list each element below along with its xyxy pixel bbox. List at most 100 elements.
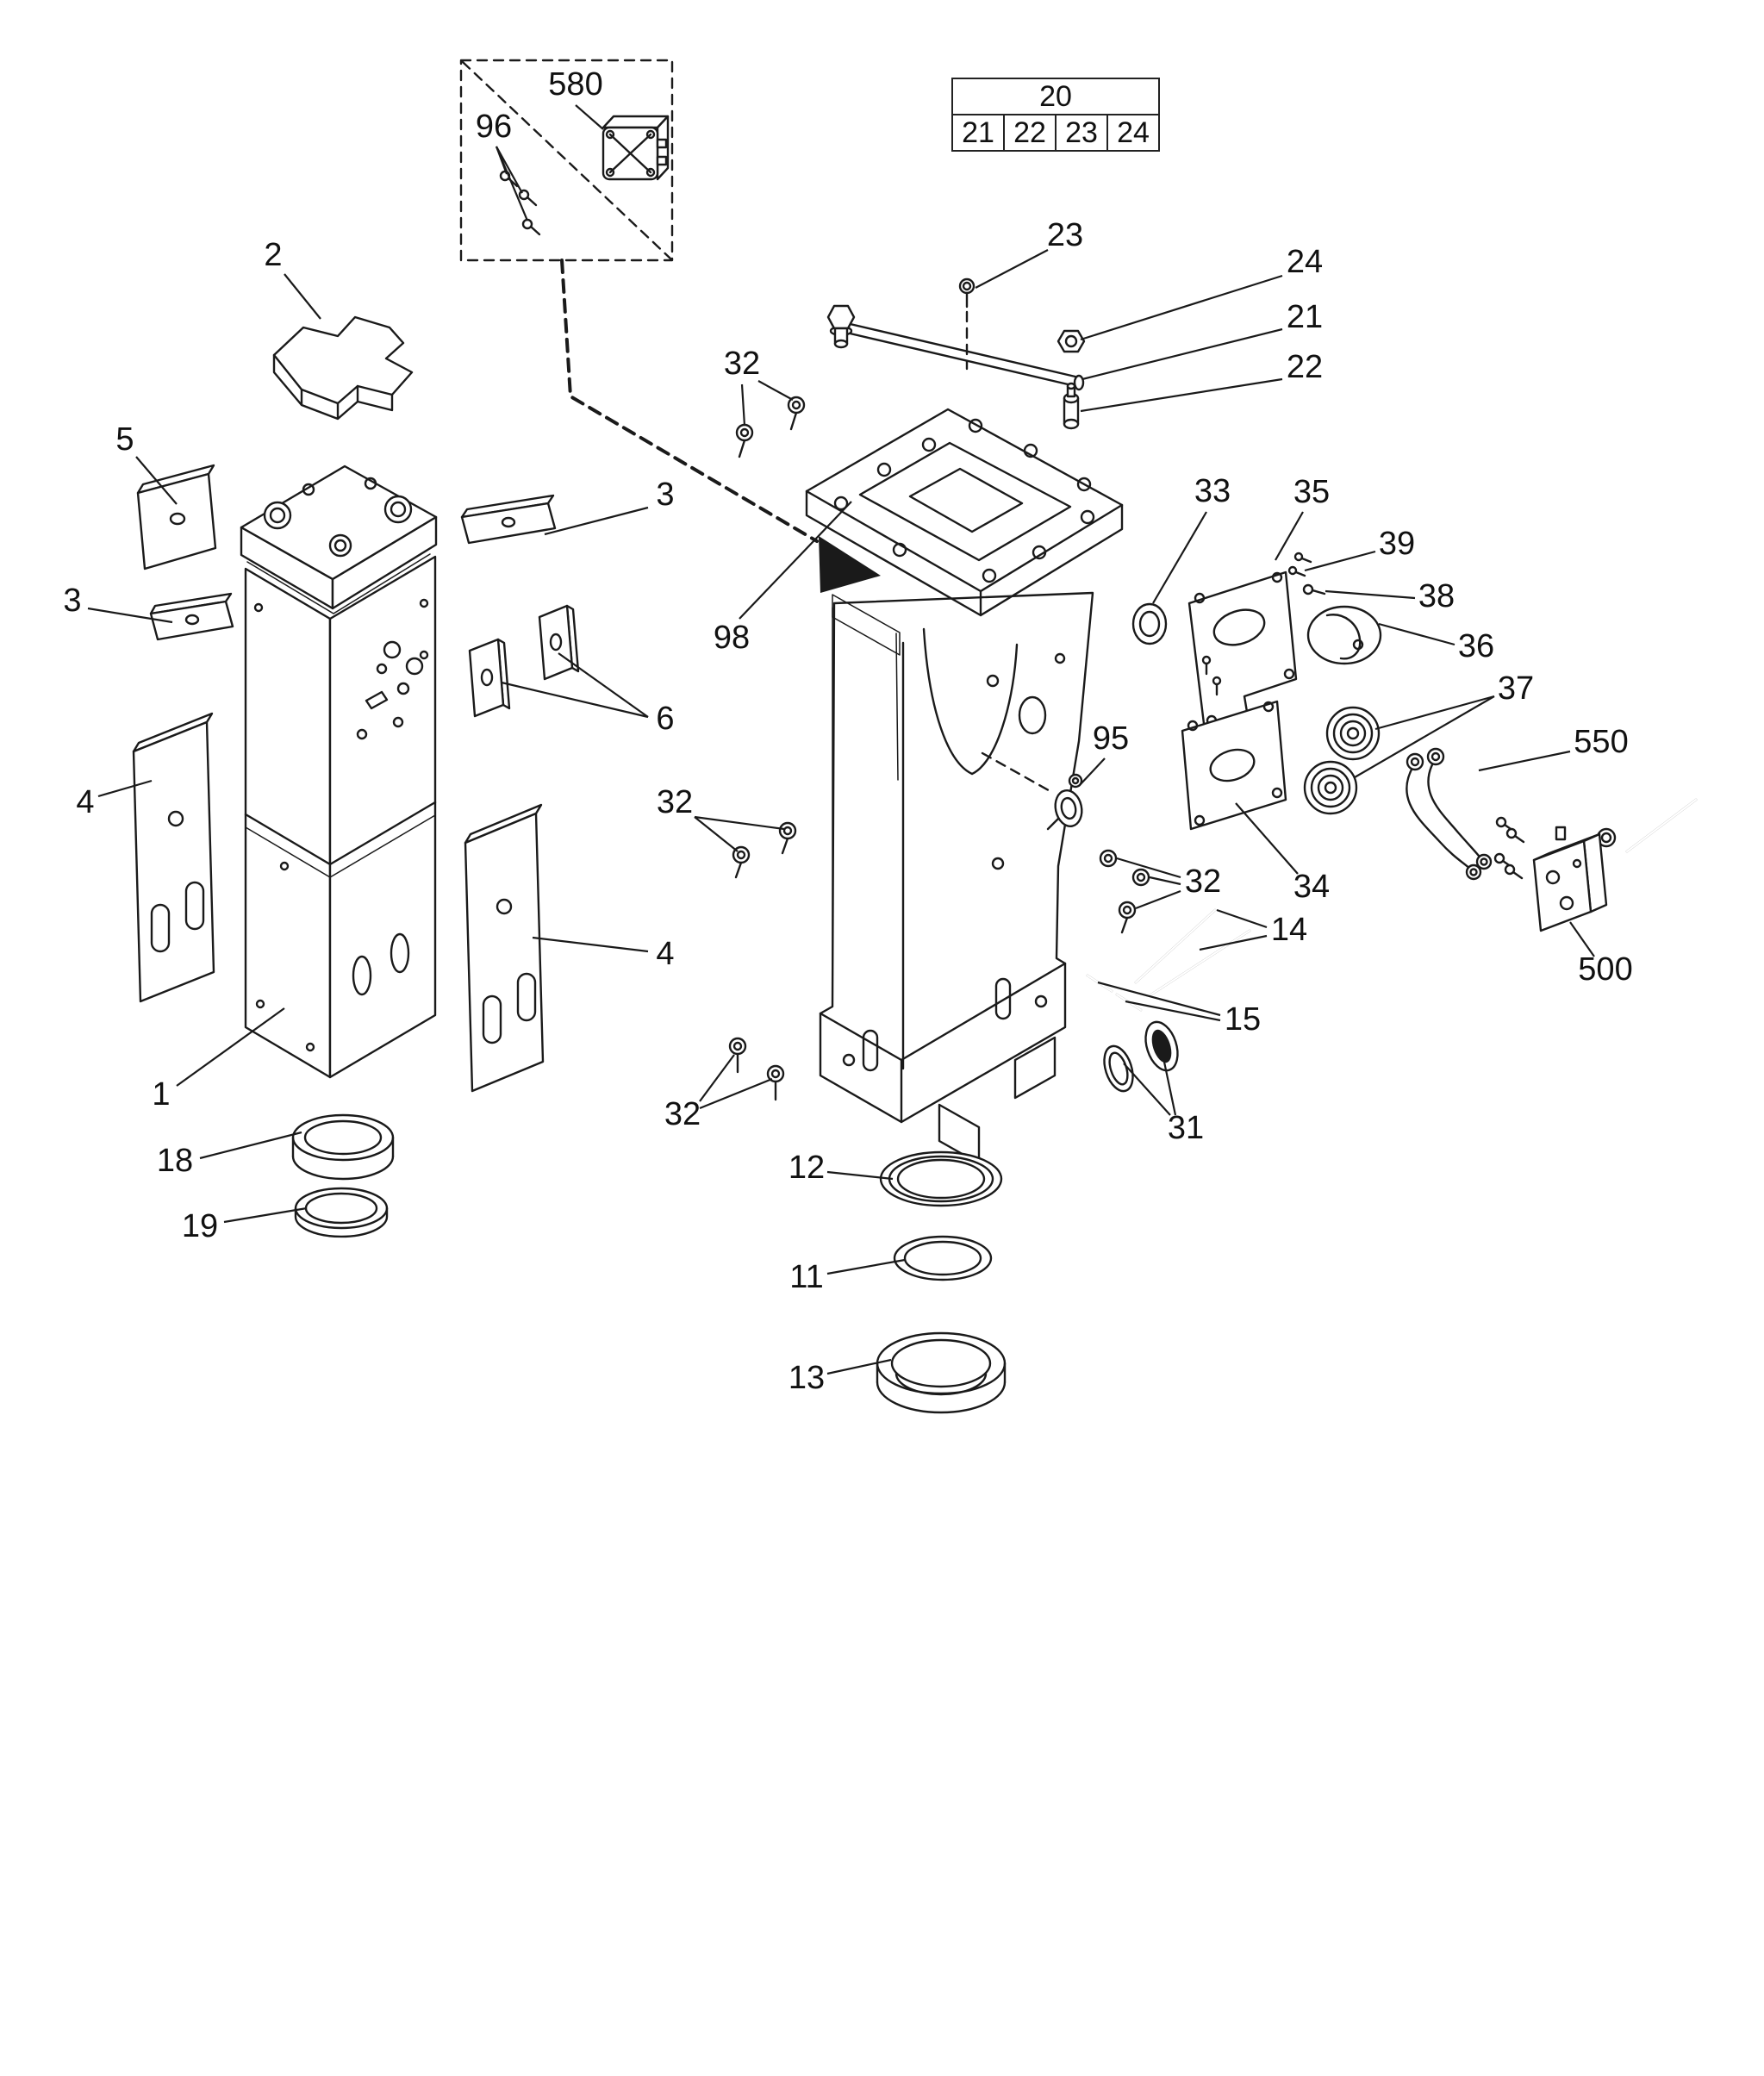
leader-line-32 bbox=[757, 380, 794, 401]
leader-line-35 bbox=[1275, 511, 1304, 561]
part-1-breaker-body bbox=[240, 464, 438, 1079]
callout-38: 38 bbox=[1418, 578, 1455, 614]
leader-line-37 bbox=[1354, 695, 1495, 778]
callout-11: 11 bbox=[789, 1259, 823, 1295]
leader-line-18 bbox=[199, 1131, 302, 1160]
leader-line-32 bbox=[1116, 857, 1181, 879]
callout-21: 21 bbox=[1287, 299, 1323, 335]
leader-line-33 bbox=[1152, 511, 1207, 604]
callout-96: 96 bbox=[476, 109, 512, 145]
callout-4: 4 bbox=[656, 936, 674, 972]
part-98-housing bbox=[805, 408, 1124, 1165]
leader-line-95 bbox=[1078, 757, 1106, 787]
leader-line-6 bbox=[558, 652, 649, 718]
part-23-bolt bbox=[958, 277, 975, 371]
leader-line-500 bbox=[1569, 921, 1595, 957]
callout-580: 580 bbox=[548, 66, 602, 103]
callout-32: 32 bbox=[657, 784, 693, 820]
part-37-plugs bbox=[1303, 706, 1381, 815]
callout-22: 22 bbox=[1287, 349, 1323, 385]
part-11-ring bbox=[893, 1235, 993, 1281]
leader-line-580 bbox=[575, 104, 604, 130]
callout-32: 32 bbox=[664, 1096, 701, 1132]
callout-24: 24 bbox=[1287, 244, 1323, 280]
part-4-plate-left bbox=[132, 712, 215, 1003]
leader-line-96 bbox=[495, 146, 529, 221]
part-21-tie-rod bbox=[826, 304, 1085, 391]
leader-line-37 bbox=[1374, 695, 1495, 731]
leader-line-38 bbox=[1325, 589, 1416, 600]
part-2-cushion bbox=[272, 315, 414, 421]
leader-line-21 bbox=[1081, 327, 1283, 381]
leader-line-23 bbox=[975, 249, 1049, 289]
part-drawings bbox=[132, 59, 1698, 1414]
callout-15: 15 bbox=[1225, 1001, 1261, 1038]
callout-12: 12 bbox=[789, 1150, 825, 1186]
callout-3: 3 bbox=[63, 583, 81, 619]
part-35-plate bbox=[1187, 570, 1298, 733]
callout-550: 550 bbox=[1574, 724, 1628, 760]
callout-95: 95 bbox=[1093, 720, 1129, 757]
callout-32: 32 bbox=[1185, 863, 1221, 900]
part-38-screw bbox=[1302, 583, 1326, 595]
part-32-screws-top bbox=[735, 396, 806, 458]
leader-line-2 bbox=[284, 273, 321, 320]
leader-line-15 bbox=[1097, 981, 1221, 1017]
callout-4: 4 bbox=[76, 784, 94, 820]
part-4-plate-right bbox=[464, 803, 545, 1093]
part-19-ring bbox=[294, 1187, 389, 1238]
leader-line-22 bbox=[1080, 377, 1283, 413]
orientation-arrow-icon bbox=[819, 536, 881, 593]
part-32-screws-mid bbox=[732, 821, 797, 879]
leader-line-4 bbox=[97, 779, 153, 798]
callout-18: 18 bbox=[157, 1143, 193, 1179]
callout-6: 6 bbox=[656, 701, 674, 737]
part-95-clamp bbox=[1046, 773, 1083, 831]
leader-line-32 bbox=[1135, 889, 1181, 910]
part-12-ring bbox=[879, 1150, 1003, 1207]
leader-line-1 bbox=[176, 1007, 285, 1087]
leader-line-14 bbox=[1216, 908, 1268, 929]
callout-500: 500 bbox=[1578, 951, 1632, 988]
leader-line-4 bbox=[532, 936, 649, 953]
leader-line-98 bbox=[739, 501, 852, 620]
ref-cell-3: 23 bbox=[1055, 114, 1108, 152]
leader-line-12 bbox=[826, 1170, 894, 1181]
leader-line-6 bbox=[501, 681, 649, 719]
leader-line-19 bbox=[223, 1206, 308, 1224]
callout-37: 37 bbox=[1498, 670, 1534, 707]
leader-line-32 bbox=[694, 815, 785, 831]
part-39-screws bbox=[1287, 552, 1312, 577]
reference-table: 20 21 22 23 24 bbox=[951, 78, 1160, 152]
callout-35: 35 bbox=[1293, 474, 1330, 510]
part-18-ring bbox=[291, 1113, 395, 1181]
leader-line-11 bbox=[826, 1258, 906, 1275]
leader-line-3 bbox=[87, 607, 173, 624]
callout-34: 34 bbox=[1293, 869, 1330, 905]
detail-inset-box bbox=[459, 59, 819, 543]
part-3-bar-left bbox=[149, 592, 234, 641]
leader-line-39 bbox=[1304, 550, 1376, 572]
ref-cell-2: 22 bbox=[1003, 114, 1057, 152]
part-22-stud bbox=[1063, 382, 1080, 430]
callout-98: 98 bbox=[714, 620, 750, 656]
part-6-clamps bbox=[468, 604, 580, 718]
leader-line-3 bbox=[544, 506, 649, 536]
part-550-hoses bbox=[1406, 747, 1493, 881]
ref-cell-4: 24 bbox=[1106, 114, 1160, 152]
leader-line-32 bbox=[1149, 876, 1181, 886]
leader-line-96 bbox=[496, 146, 523, 194]
leader-line-13 bbox=[826, 1358, 892, 1375]
part-5-plate bbox=[136, 464, 217, 570]
leader-line-32 bbox=[699, 1054, 735, 1102]
callout-32: 32 bbox=[724, 346, 760, 382]
part-3-bar-right bbox=[460, 494, 557, 545]
part-500-valve-block bbox=[1493, 798, 1698, 932]
leader-line-32 bbox=[740, 383, 746, 427]
callout-39: 39 bbox=[1379, 526, 1415, 562]
callout-36: 36 bbox=[1458, 628, 1494, 664]
part-32-screws-right bbox=[1099, 849, 1150, 934]
leader-line-31 bbox=[1160, 1049, 1177, 1116]
